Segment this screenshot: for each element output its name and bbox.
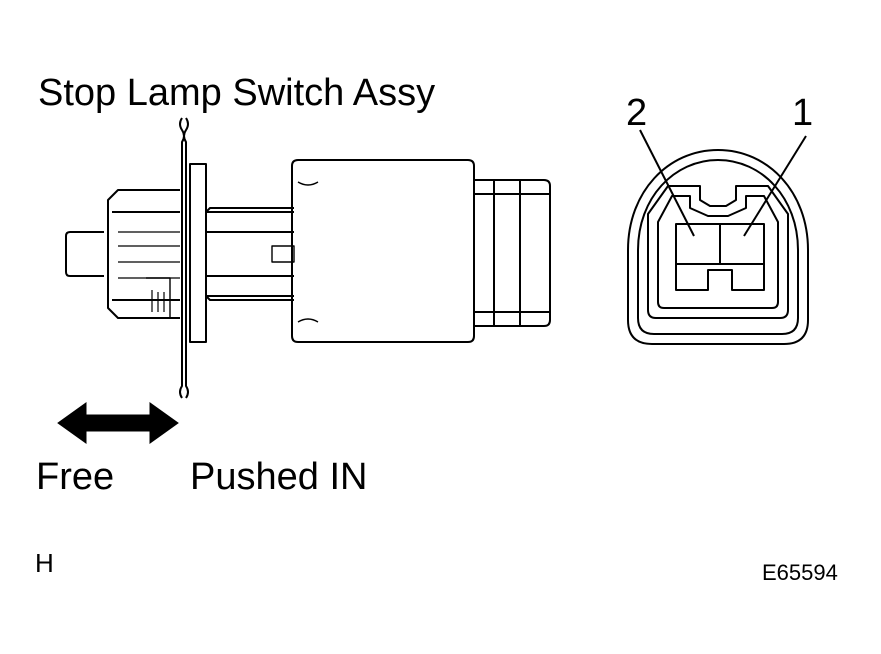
connector-inner-housing [647,185,789,319]
threaded-housing [107,189,180,319]
diagram-title: Stop Lamp Switch Assy [38,72,436,114]
bracket-plate [179,117,185,399]
connector-front-view [627,129,809,345]
pin-2-label: 2 [626,92,648,134]
main-body [291,159,475,343]
switch-side-view [65,117,551,399]
plunger [65,231,104,277]
terminal-2 [675,223,721,265]
pin-1-label: 1 [792,92,814,134]
label-free: Free [36,456,115,498]
terminal-1 [719,223,765,265]
figure-code: E65594 [762,560,838,585]
shaft [206,211,294,297]
label-pushed-in: Pushed IN [190,456,368,498]
lock-notch [675,264,765,291]
corner-mark: H [35,548,54,578]
pin-1-leader [743,135,807,237]
movement-arrow-icon [57,402,179,444]
pin-2-leader [639,129,695,237]
connector [474,179,551,327]
connector-outer-shell [627,149,809,345]
